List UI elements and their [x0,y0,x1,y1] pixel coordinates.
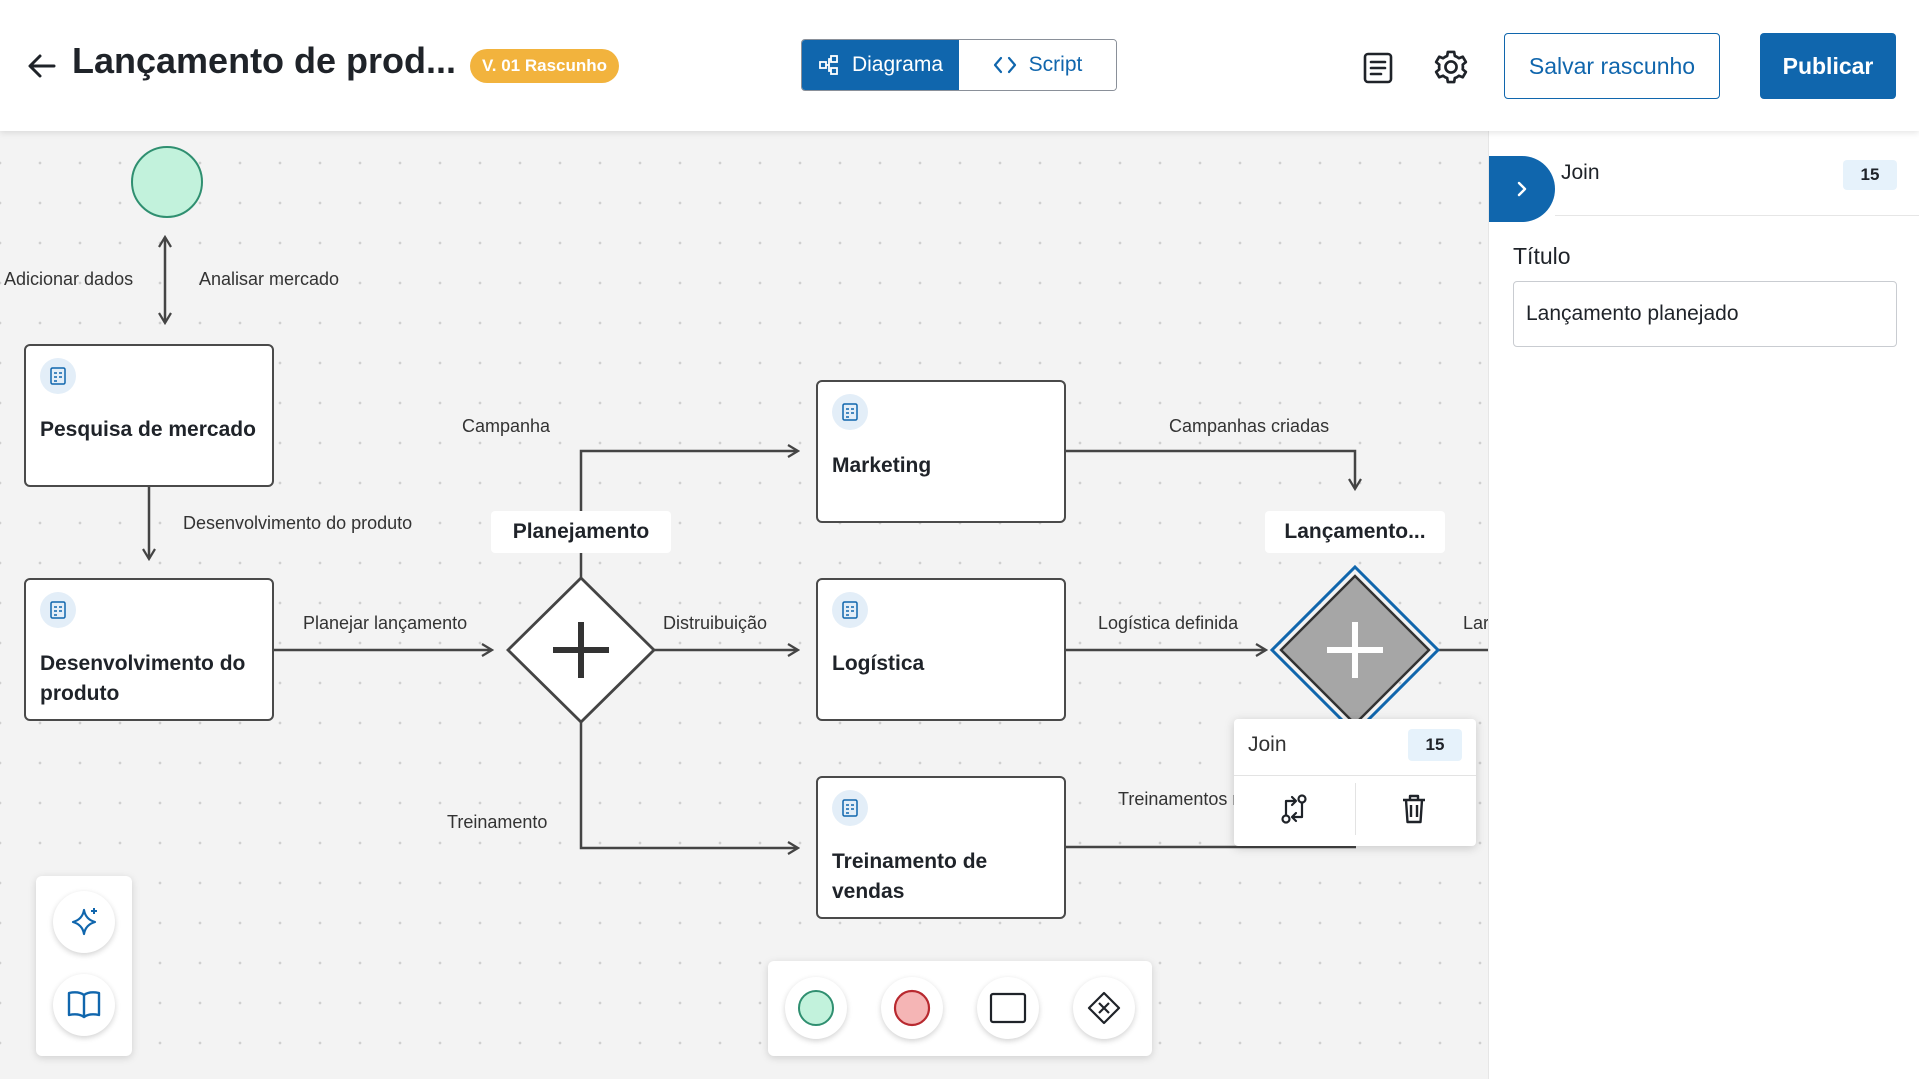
panel-element-type: Join [1561,161,1600,184]
panel-element-count: 15 [1843,160,1897,190]
tab-diagram[interactable]: Diagrama [802,40,959,90]
form-icon [832,790,868,826]
trash-icon[interactable] [1392,787,1436,831]
element-palette [768,961,1152,1056]
add-gateway-button[interactable] [1073,977,1135,1039]
edge-label-launch: Lar [1463,613,1488,633]
properties-panel: Join 15 Título [1488,131,1919,1079]
edge-marketing-launch[interactable] [1066,449,1355,489]
back-arrow-icon[interactable] [24,48,60,84]
edge-label-training: Treinamento [447,812,548,832]
task-icon [989,992,1027,1024]
task-label: Desenvolvimento do produto [40,652,246,705]
planning-gateway[interactable] [506,576,656,724]
gateway-icon [1087,991,1121,1025]
start-event[interactable] [131,146,203,218]
code-icon [993,56,1016,74]
task-label: Marketing [832,454,932,477]
edge-label-plan-launch: Planejar lançamento [303,613,468,633]
join-popup-title: Join [1248,733,1287,756]
title-input[interactable] [1513,281,1897,347]
view-toggle: Diagrama Script [801,39,1117,91]
change-type-icon[interactable] [1272,787,1316,831]
plus-icon [1327,622,1383,678]
task-product-development[interactable]: Desenvolvimento do produto [24,578,274,721]
task-label: Pesquisa de mercado [40,418,256,441]
tab-diagram-label: Diagrama [851,53,944,76]
edge-label-add-data: Adicionar dados [4,269,134,289]
task-sales-training[interactable]: Treinamento de vendas [816,776,1066,919]
start-event-icon [798,990,834,1026]
end-event-icon [893,989,931,1027]
add-end-event-button[interactable] [881,977,943,1039]
left-tool-panel [36,876,132,1056]
book-icon [67,991,101,1019]
title-field-label: Título [1513,243,1571,269]
chevron-right-icon [1517,181,1527,197]
form-icon [40,358,76,394]
divider [1355,783,1356,835]
document-icon[interactable] [1360,50,1396,86]
documentation-button[interactable] [53,974,115,1036]
task-label: Treinamento de vendas [832,850,988,903]
launch-gateway-label: Lançamento... [1265,511,1445,553]
divider [1234,775,1476,776]
edge-planning-training[interactable] [579,722,798,848]
launch-gateway[interactable] [1269,564,1441,736]
diagram-icon [819,55,838,75]
edge-label-trainings: Treinamentos r [1118,789,1239,809]
edge-label-product-development: Desenvolvimento do produto [183,513,413,533]
page-title: Lançamento de prod... [72,40,457,81]
ai-sparkle-button[interactable] [53,891,115,953]
gear-icon[interactable] [1432,48,1470,86]
task-logistics[interactable]: Logística [816,578,1066,721]
divider [1555,215,1919,216]
edge-layer [0,131,1488,1079]
task-market-research[interactable]: Pesquisa de mercado [24,344,274,487]
planning-gateway-label: Planejamento [491,511,671,553]
task-label: Logística [832,652,925,675]
publish-button[interactable]: Publicar [1760,33,1896,99]
form-icon [40,592,76,628]
edge-label-distribution: Distruibuição [663,613,768,633]
collapse-panel-button[interactable] [1489,156,1555,222]
edge-label-logistics-defined: Logística definida [1098,613,1239,633]
version-badge: V. 01 Rascunho [470,49,620,83]
save-draft-button[interactable]: Salvar rascunho [1504,33,1720,99]
form-icon [832,394,868,430]
edge-label-campaigns-created: Campanhas criadas [1169,416,1330,436]
task-marketing[interactable]: Marketing [816,380,1066,523]
tab-script[interactable]: Script [959,40,1116,90]
add-task-button[interactable] [977,977,1039,1039]
plus-icon [553,622,609,678]
diagram-canvas[interactable]: Adicionar dados Analisar mercado Desenvo… [0,131,1488,1079]
form-icon [832,592,868,628]
edge-label-campaign: Campanha [462,416,551,436]
join-popup-count: 15 [1408,729,1462,761]
add-start-event-button[interactable] [785,977,847,1039]
sparkle-icon [71,908,97,936]
edge-label-analyze-market: Analisar mercado [199,269,340,289]
top-bar: Lançamento de prod... V. 01 Rascunho Dia… [0,0,1919,131]
join-context-popup: Join 15 [1234,719,1476,846]
tab-script-label: Script [1028,53,1083,76]
